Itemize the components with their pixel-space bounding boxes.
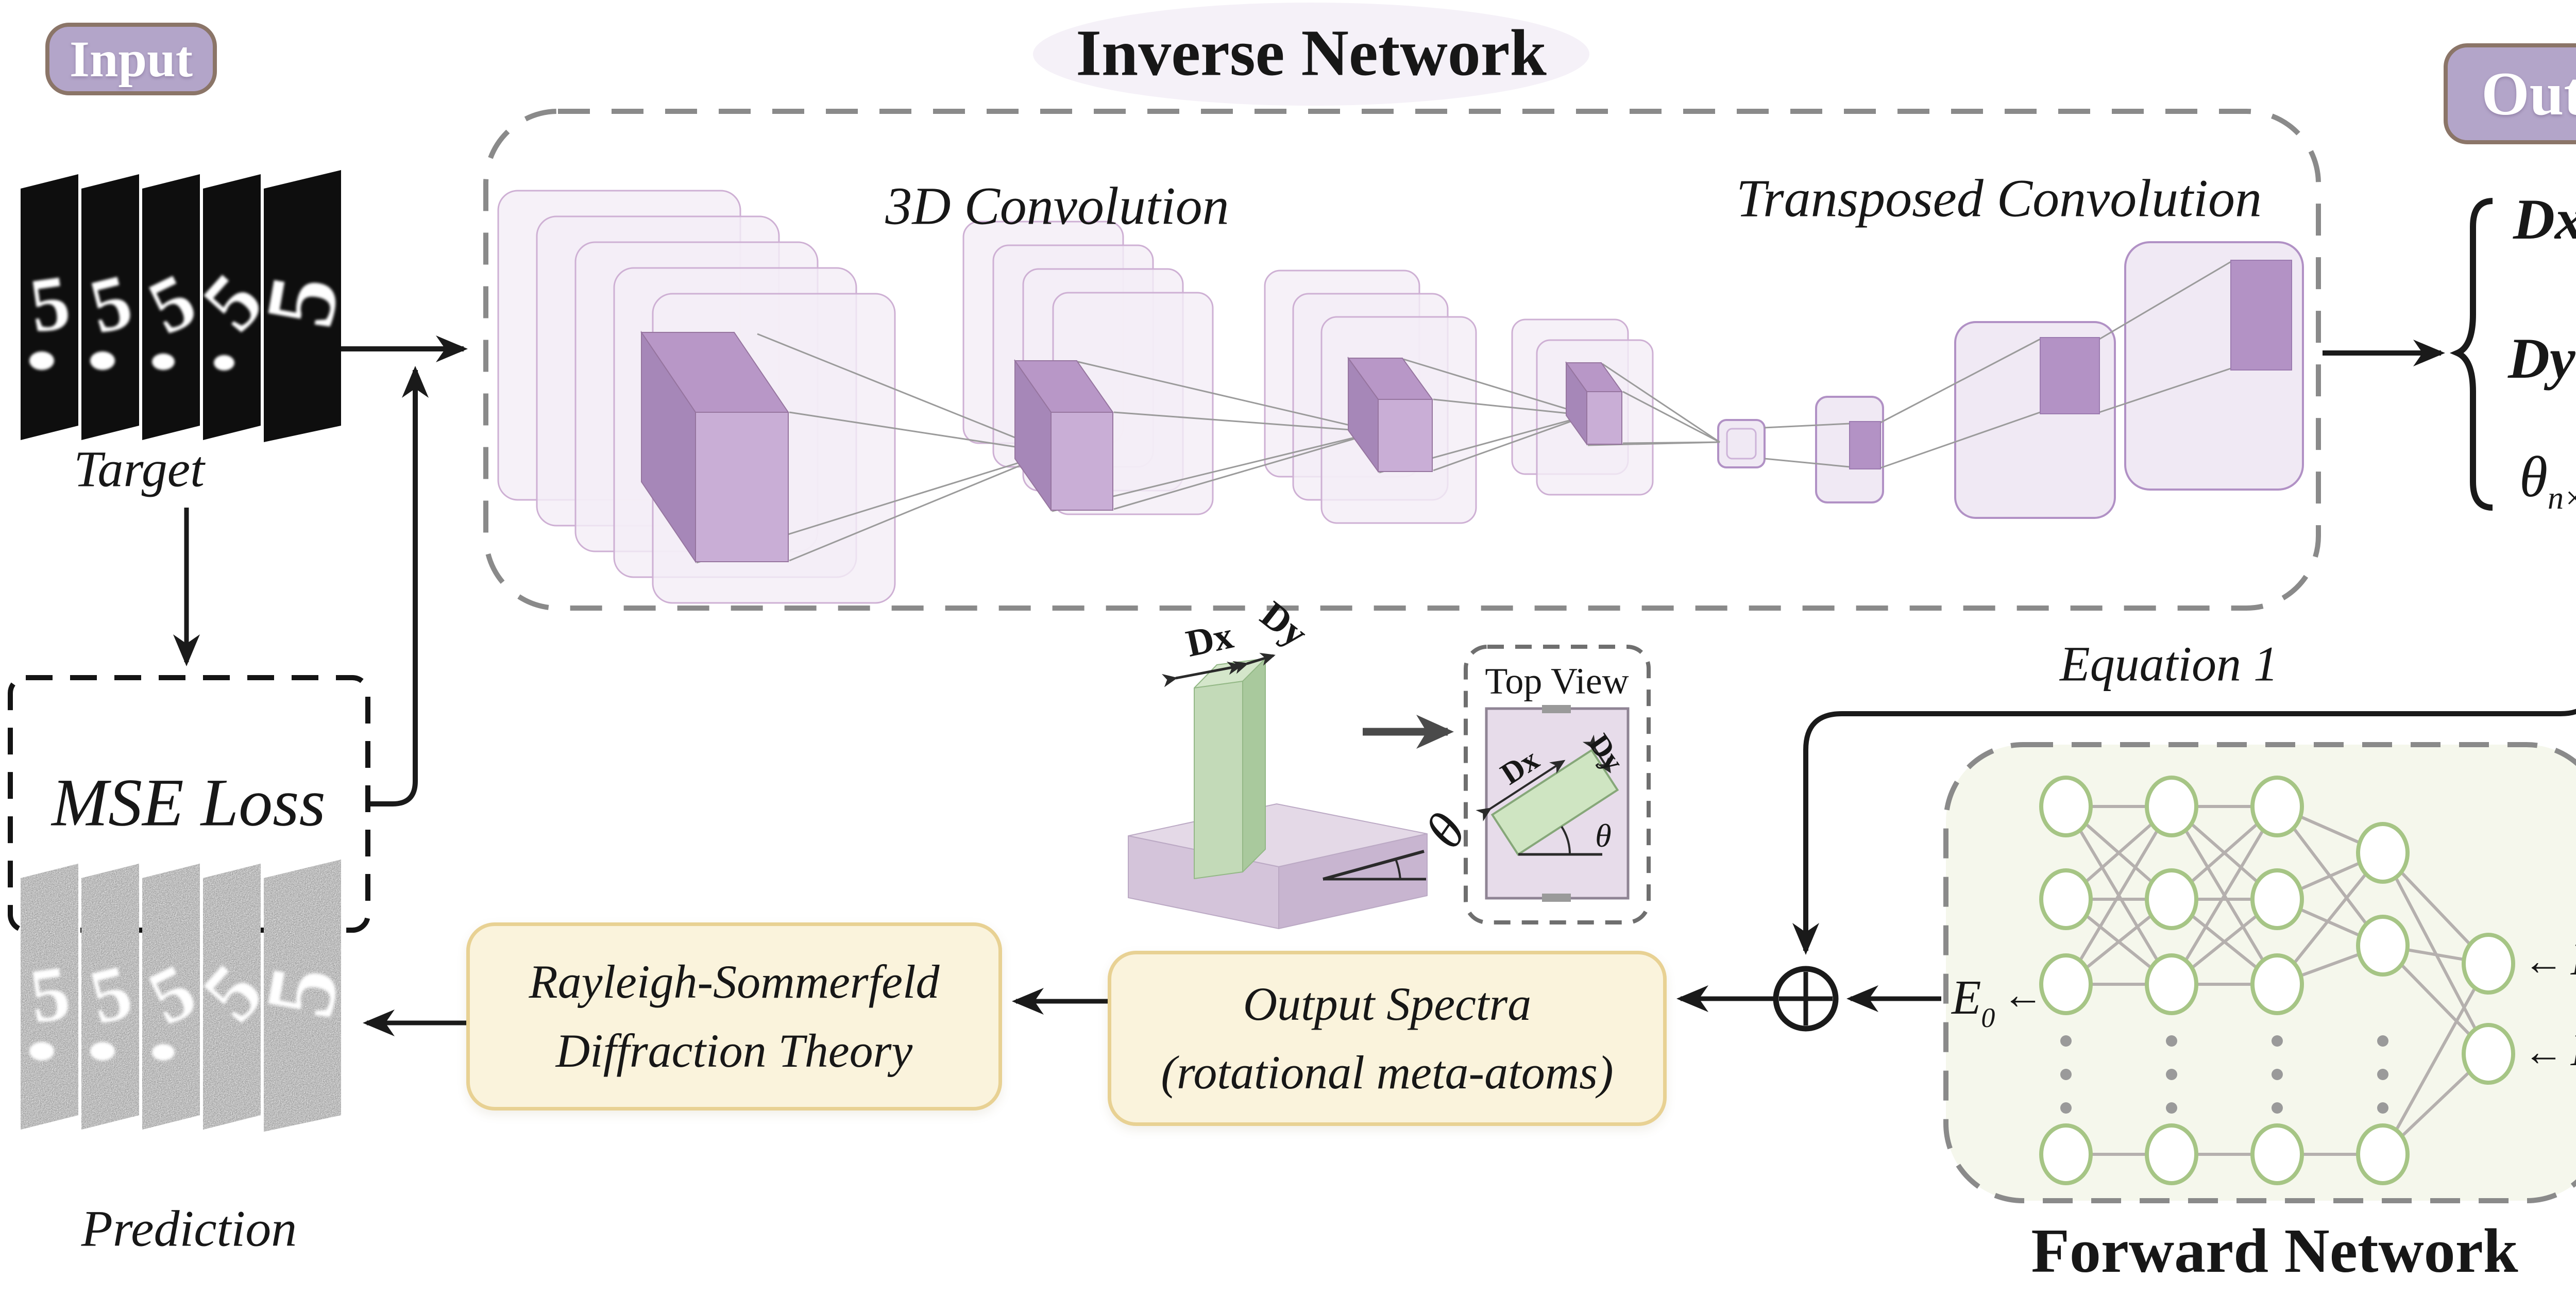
target-digit: 5	[245, 268, 360, 335]
output-spectra-box: Output Spectra (rotational meta-atoms)	[1108, 951, 1667, 1126]
rayleigh-box: Rayleigh-Sommerfeld Diffraction Theory	[466, 922, 1002, 1111]
theta-arc	[1395, 859, 1401, 880]
inverse-network-title: Inverse Network	[1076, 16, 1547, 90]
prediction-label: Prediction	[81, 1200, 297, 1257]
prediction-digit: 5	[245, 958, 360, 1025]
forward-network-nodes	[2039, 776, 2515, 1185]
output-dy-label: Dy	[2508, 327, 2575, 391]
forward-dx-label: Dx	[2571, 934, 2576, 986]
line-mse-feedback	[368, 366, 429, 806]
forward-dy-input: ← Dy	[2523, 1024, 2576, 1077]
transposed-conv-label: Transposed Convolution	[1736, 169, 2262, 228]
e0-symbol: E	[1952, 971, 1981, 1024]
route-theta-to-plus	[1792, 709, 2576, 955]
output-dx-item: Dx n×n	[2513, 187, 2576, 259]
inset-theta-label: θ	[1595, 817, 1612, 854]
e0-subscript: 0	[1981, 1002, 1995, 1033]
output-badge-label: Output	[2481, 59, 2576, 128]
forward-dy-label: Dy	[2571, 1024, 2576, 1077]
target-label: Target	[74, 440, 205, 498]
decoder-feature-maps	[1717, 241, 2304, 519]
output-theta-subscript: n×n	[2548, 481, 2576, 516]
noise-texture	[21, 860, 341, 1132]
title-halo	[1033, 3, 1589, 106]
input-badge-label: Input	[69, 30, 193, 88]
e0-arrow-icon: ←	[2002, 972, 2044, 1018]
output-badge: Output	[2444, 43, 2576, 144]
dy-dimension-arrow	[1232, 652, 1276, 674]
deconv-patches	[1849, 260, 2292, 469]
output-routing	[1792, 198, 2576, 955]
spectra-line1: Output Spectra	[1243, 977, 1532, 1030]
rayleigh-line2: Diffraction Theory	[555, 1024, 913, 1077]
spectra-line2: (rotational meta-atoms)	[1161, 1046, 1614, 1099]
dy-arrow-icon: ←	[2523, 1029, 2564, 1074]
equation-label: Equation 1	[2060, 636, 2278, 692]
top-view-inset	[1464, 645, 1651, 924]
dx-arrow-icon: ←	[2523, 938, 2564, 983]
output-theta-label: θ	[2519, 445, 2548, 509]
theta-angle-line	[1323, 850, 1425, 881]
output-dy-subscript: n×n	[2575, 362, 2576, 398]
output-dx-label: Dx	[2513, 188, 2576, 251]
summation-node	[1773, 966, 1839, 1032]
output-theta-item: θ n×n	[2519, 444, 2576, 517]
target-image-stack: 5 5 5 5 5	[21, 170, 360, 442]
top-view-label: Top View	[1485, 660, 1629, 702]
meta-atom-illustration	[1128, 652, 1454, 929]
conv-kernels	[640, 330, 1623, 564]
conv3d-label: 3D Convolution	[885, 176, 1229, 236]
forward-network-title: Forward Network	[2031, 1216, 2518, 1286]
dx-dimension-arrow	[1162, 661, 1243, 687]
rayleigh-line1: Rayleigh-Sommerfeld	[529, 955, 940, 1008]
output-dy-item: Dy n×n	[2508, 326, 2576, 398]
input-badge: Input	[45, 23, 217, 95]
bottom-flow-arrows	[363, 985, 1941, 1036]
output-brace	[2449, 198, 2493, 511]
forward-dx-input: ← Dx	[2523, 934, 2576, 986]
inverse-network-box	[483, 109, 2321, 611]
prediction-image-stack: 5 5 5 5 5	[21, 860, 360, 1132]
mse-loss-label: MSE Loss	[52, 764, 326, 840]
forward-network-dots	[2060, 1035, 2388, 1114]
e0-label: E 0 ←	[1952, 970, 2043, 1034]
